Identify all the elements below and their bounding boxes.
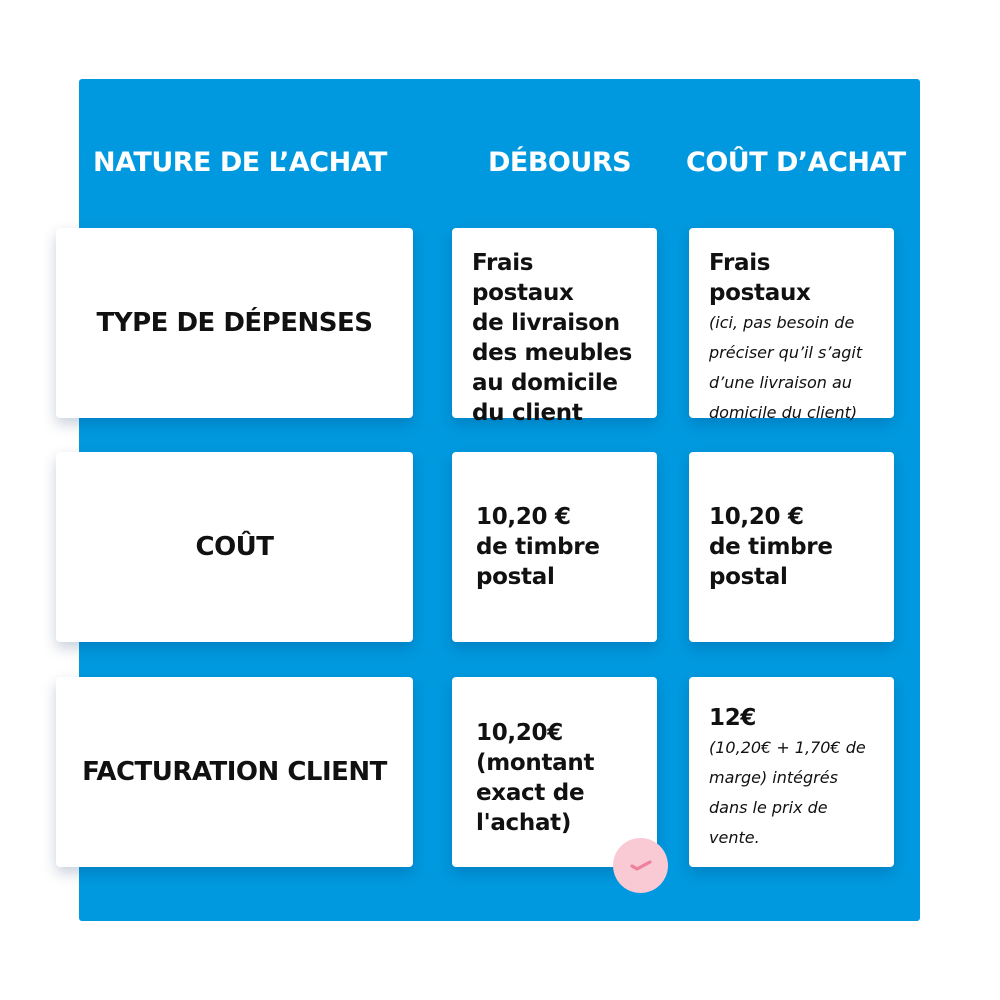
text-line: 10,20 € bbox=[476, 504, 571, 530]
note-line: domicile du client) bbox=[709, 403, 858, 422]
note-line: (ici, pas besoin de bbox=[709, 313, 855, 332]
cell-note-text: (ici, pas besoin de préciser qu’il s’agi… bbox=[709, 308, 876, 428]
cell-main-text: 10,20€ (montant exact de l'achat) bbox=[476, 718, 639, 838]
checkmark-icon bbox=[629, 859, 652, 871]
note-line: marge) intégrés bbox=[709, 768, 838, 787]
cell-main-text: Frais postaux bbox=[709, 248, 876, 308]
text-line: de timbre bbox=[476, 534, 600, 560]
text-line: exact de bbox=[476, 780, 585, 806]
note-line: (10,20€ + 1,70€ de bbox=[709, 738, 866, 757]
cell-cout-cout-achat: 10,20 € de timbre postal bbox=[689, 452, 894, 642]
cell-facturation-cout-achat: 12€ (10,20€ + 1,70€ de marge) intégrés d… bbox=[689, 677, 894, 867]
text-line: l'achat) bbox=[476, 810, 572, 836]
row-label-cout: COÛT bbox=[56, 452, 413, 642]
cell-type-depenses-debours: Frais postaux de livraison des meubles a… bbox=[452, 228, 657, 426]
cell-cout-debours: 10,20 € de timbre postal bbox=[452, 452, 657, 642]
header-nature: NATURE DE L’ACHAT bbox=[93, 147, 387, 178]
row-label-text: FACTURATION CLIENT bbox=[82, 757, 387, 787]
cell-type-depenses-cout-achat: Frais postaux (ici, pas besoin de précis… bbox=[689, 228, 894, 422]
header-cout-achat: COÛT D’ACHAT bbox=[686, 147, 906, 178]
text-line: Frais postaux bbox=[472, 250, 574, 306]
text-line: au domicile bbox=[472, 370, 618, 396]
row-label-facturation-client: FACTURATION CLIENT bbox=[56, 677, 413, 867]
row-label-type-depenses: TYPE DE DÉPENSES bbox=[56, 228, 413, 418]
text-line: Frais postaux bbox=[709, 250, 811, 306]
text-line: 10,20€ bbox=[476, 720, 563, 746]
header-debours: DÉBOURS bbox=[488, 147, 632, 178]
checkmark-badge bbox=[613, 838, 668, 893]
row-label-text: COÛT bbox=[195, 532, 274, 562]
text-line: 12€ bbox=[709, 705, 757, 731]
note-line: dans le prix de bbox=[709, 798, 828, 817]
cell-main-text: 10,20 € de timbre postal bbox=[476, 502, 639, 592]
text-line: postal bbox=[709, 564, 788, 590]
text-line: des meubles bbox=[472, 340, 633, 366]
note-line: vente. bbox=[709, 828, 760, 847]
text-line: postal bbox=[476, 564, 555, 590]
text-line: de livraison bbox=[472, 310, 620, 336]
text-line: du client bbox=[472, 400, 583, 426]
note-line: d’une livraison au bbox=[709, 373, 852, 392]
text-line: (montant bbox=[476, 750, 595, 776]
cell-facturation-debours: 10,20€ (montant exact de l'achat) bbox=[452, 677, 657, 867]
note-line: préciser qu’il s’agit bbox=[709, 343, 863, 362]
text-line: de timbre bbox=[709, 534, 833, 560]
row-label-text: TYPE DE DÉPENSES bbox=[96, 308, 373, 338]
cell-main-text: Frais postaux de livraison des meubles a… bbox=[472, 248, 639, 428]
cell-main-text: 10,20 € de timbre postal bbox=[709, 502, 876, 592]
cell-note-text: (10,20€ + 1,70€ de marge) intégrés dans … bbox=[709, 733, 876, 853]
cell-main-text: 12€ bbox=[709, 703, 876, 733]
text-line: 10,20 € bbox=[709, 504, 804, 530]
